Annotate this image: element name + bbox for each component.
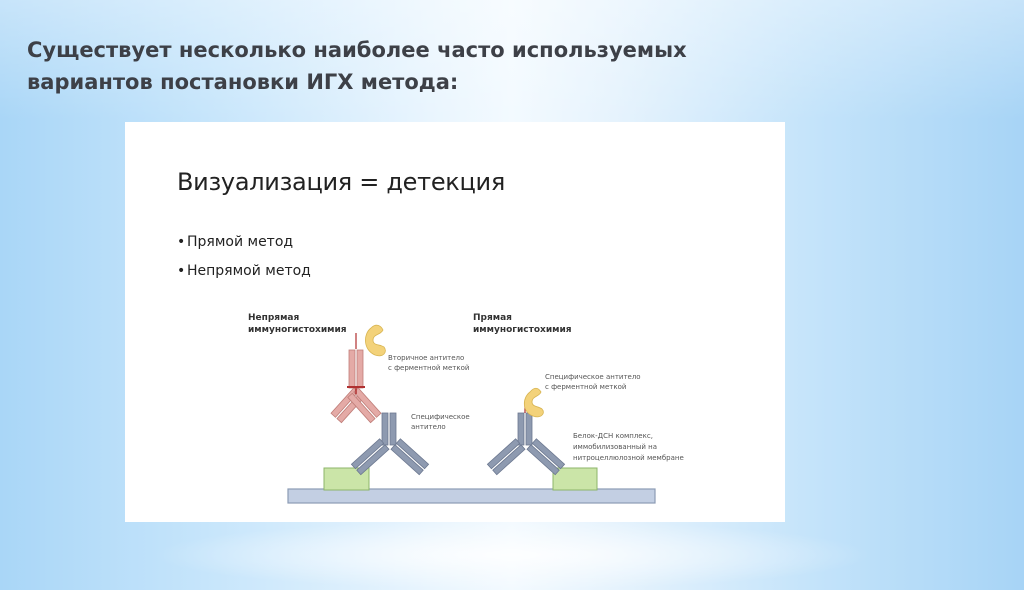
method-label: Непрямой метод xyxy=(187,263,311,279)
direct-title-line-1: Прямая xyxy=(473,313,512,323)
ihc-diagram: Непрямая иммуногистохимия Вторичное анти… xyxy=(248,313,684,504)
protein-block-direct xyxy=(552,467,598,491)
bullet-icon: • xyxy=(177,263,186,279)
protein-complex-label-line-2: иммобилизованный на xyxy=(573,443,657,451)
protein-complex-label-line-1: Белок-ДСН комплекс, xyxy=(573,432,653,440)
slide-title: Существует несколько наиболее часто испо… xyxy=(27,34,787,98)
secondary-antibody-label-line-2: с ферментной меткой xyxy=(388,364,469,372)
method-label: Прямой метод xyxy=(187,234,294,250)
slide-title-line-2: вариантов постановки ИГХ метода: xyxy=(27,70,459,94)
protein-complex-label-line-3: нитроцеллюлозной мембране xyxy=(573,454,684,462)
enzyme-label-direct xyxy=(523,387,544,418)
direct-title-line-2: иммуногистохимия xyxy=(473,325,572,335)
specific-antibody-label-line-2: антитело xyxy=(411,423,446,431)
figure-heading: Визуализация = детекция xyxy=(177,168,505,196)
method-item-indirect: •Непрямой метод xyxy=(177,261,311,290)
specific-antibody-label-line-1: Специфическое xyxy=(411,413,470,421)
background-glow-top xyxy=(0,0,1024,120)
ihc-figure: Визуализация = детекция •Прямой метод •Н… xyxy=(125,122,785,522)
enzyme-label-indirect xyxy=(365,324,386,357)
protein-block-indirect xyxy=(323,467,370,491)
slide-title-line-1: Существует несколько наиболее часто испо… xyxy=(27,38,687,62)
membrane-bar xyxy=(287,488,656,504)
direct-antibody-label-line-1: Специфическое антитело xyxy=(545,373,641,381)
indirect-title-line-2: иммуногистохимия xyxy=(248,325,347,335)
primary-antibody-indirect xyxy=(350,412,430,476)
bullet-icon: • xyxy=(177,234,186,250)
primary-antibody-direct xyxy=(486,412,566,476)
method-list: •Прямой метод •Непрямой метод xyxy=(177,232,311,290)
method-item-direct: •Прямой метод xyxy=(177,232,311,261)
indirect-title-line-1: Непрямая xyxy=(248,313,300,323)
secondary-antibody-label-line-1: Вторичное антитело xyxy=(388,354,464,362)
background-glow-bottom xyxy=(150,520,874,590)
direct-antibody-label-line-2: с ферментной меткой xyxy=(545,383,626,391)
